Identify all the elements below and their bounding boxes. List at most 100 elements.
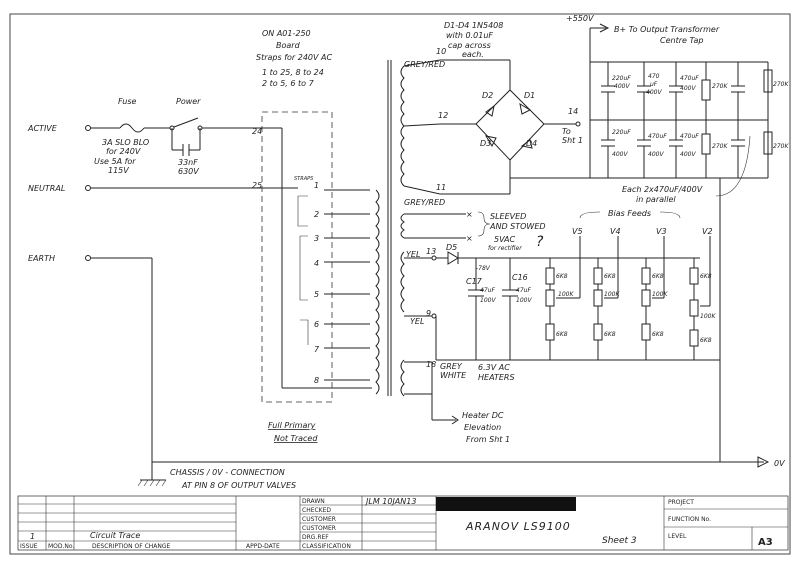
svg-text:D5: D5	[446, 243, 457, 252]
ht-rectifier: D1-D4 1N5408 with 0.01uF cap across each…	[440, 21, 590, 195]
svg-text:3: 3	[314, 234, 319, 243]
bias-feed-v4: V4	[610, 227, 621, 236]
bias-divider-v2: 6K8 100K 6K8 V2	[689, 227, 716, 360]
svg-text:YEL: YEL	[410, 317, 424, 326]
svg-text:470uF: 470uF	[680, 75, 699, 82]
svg-text:220uF: 220uF	[612, 75, 631, 82]
svg-text:6K8: 6K8	[556, 331, 568, 338]
active-label: ACTIVE	[27, 124, 58, 133]
svg-text:JLM 10JAN13: JLM 10JAN13	[364, 497, 416, 506]
svg-text:400V: 400V	[680, 85, 696, 92]
board-outline	[261, 111, 333, 403]
svg-text:100K: 100K	[558, 291, 574, 298]
svg-text:12: 12	[438, 111, 448, 120]
bias-divider-v5: 6K8 100K 6K8 V5	[545, 227, 583, 360]
svg-text:6K8: 6K8	[604, 331, 616, 338]
svg-text:×: ×	[466, 210, 473, 219]
svg-text:6K8: 6K8	[700, 337, 712, 344]
svg-text:2: 2	[314, 210, 319, 219]
earth-label: EARTH	[28, 254, 55, 263]
svg-text:Each 2x470uF/400V: Each 2x470uF/400V	[622, 185, 703, 194]
svg-text:100V: 100V	[516, 297, 532, 304]
svg-text:DRAWN: DRAWN	[302, 498, 325, 505]
drawing-title: ARANOV LS9100	[465, 520, 571, 533]
svg-text:5VAC: 5VAC	[494, 235, 515, 244]
svg-text:-78V: -78V	[476, 265, 491, 272]
svg-text:400V: 400V	[614, 83, 630, 90]
svg-text:470: 470	[648, 73, 660, 80]
svg-text:From Sht 1: From Sht 1	[466, 435, 510, 444]
svg-text:14: 14	[568, 107, 578, 116]
svg-text:AND STOWED: AND STOWED	[489, 222, 546, 231]
svg-text:470uF: 470uF	[680, 133, 699, 140]
svg-text:470uF: 470uF	[648, 133, 667, 140]
svg-text:3A SLO BLO: 3A SLO BLO	[102, 138, 149, 147]
svg-text:AT PIN 8 OF OUTPUT VALVES: AT PIN 8 OF OUTPUT VALVES	[181, 481, 296, 490]
svg-text:47uF: 47uF	[516, 287, 531, 294]
svg-text:400V: 400V	[646, 89, 662, 96]
sheet-border	[9, 13, 791, 555]
svg-text:25: 25	[252, 181, 262, 190]
cap-bank-lower: 220uF 400V 470uF 400V 470uF 400V 270K 27…	[601, 120, 789, 178]
fuse-label: Fuse	[118, 97, 137, 106]
svg-text:10: 10	[436, 47, 446, 56]
svg-text:33nF: 33nF	[178, 158, 198, 167]
svg-text:GREY/RED: GREY/RED	[404, 198, 445, 207]
svg-text:HEATERS: HEATERS	[478, 373, 515, 382]
svg-text:each.: each.	[462, 50, 484, 59]
svg-text:for 240V: for 240V	[106, 147, 141, 156]
svg-text:24: 24	[252, 127, 262, 136]
svg-text:with 0.01uF: with 0.01uF	[446, 31, 493, 40]
ht-winding	[400, 65, 405, 187]
redacted-block	[436, 497, 576, 511]
svg-text:100K: 100K	[700, 313, 716, 320]
svg-text:LEVEL: LEVEL	[668, 533, 687, 540]
svg-text:DESCRIPTION OF CHANGE: DESCRIPTION OF CHANGE	[92, 543, 171, 550]
svg-text:400V: 400V	[680, 151, 696, 158]
ground-rail: 0V CHASSIS / 0V - CONNECTION AT PIN 8 OF…	[137, 178, 785, 490]
svg-text:?: ?	[536, 234, 544, 250]
svg-text:SLEEVED: SLEEVED	[490, 212, 526, 221]
svg-text:CUSTOMER: CUSTOMER	[302, 525, 336, 532]
svg-text:7: 7	[314, 345, 320, 354]
svg-text:×: ×	[466, 234, 473, 243]
svg-text:in parallel: in parallel	[636, 195, 676, 204]
heater-winding	[400, 359, 405, 397]
svg-text:To: To	[562, 127, 571, 136]
power-switch	[173, 117, 199, 128]
svg-text:270K: 270K	[712, 143, 728, 150]
zero-volt-label: 0V	[774, 459, 785, 468]
svg-text:400V: 400V	[648, 151, 664, 158]
cap-bank-upper: 220uF 400V 470 uF 400V 470uF 400V 270K 2…	[601, 62, 789, 120]
primary-winding	[375, 189, 380, 395]
svg-text:cap across: cap across	[448, 41, 491, 50]
svg-text:uF: uF	[650, 81, 658, 88]
bias-divider-v4: 6K8 100K 6K8 V4	[593, 227, 621, 360]
svg-text:DRG.REF: DRG.REF	[302, 534, 329, 541]
svg-text:220uF: 220uF	[612, 129, 631, 136]
svg-text:MOD.No.: MOD.No.	[48, 543, 74, 550]
svg-text:6: 6	[314, 320, 319, 329]
bias-winding	[400, 251, 405, 313]
fuse-symbol	[119, 123, 145, 133]
svg-text:6K8: 6K8	[652, 273, 664, 280]
svg-text:C16: C16	[512, 273, 528, 282]
svg-text:B+ To Output Transformer: B+ To Output Transformer	[614, 25, 720, 34]
svg-text:STRAPS: STRAPS	[294, 176, 314, 182]
neutral-label: NEUTRAL	[28, 184, 65, 193]
svg-text:C17: C17	[466, 277, 483, 286]
svg-text:1 to 25, 8 to 24: 1 to 25, 8 to 24	[262, 68, 324, 77]
svg-text:GREY/RED: GREY/RED	[404, 60, 445, 69]
svg-text:270K: 270K	[773, 81, 789, 88]
reservoir-bank: +550V B+ To Output Transformer Centre Ta…	[566, 14, 789, 204]
svg-text:for rectifier: for rectifier	[488, 245, 522, 252]
svg-text:9: 9	[426, 309, 431, 318]
svg-text:Use 5A for: Use 5A for	[94, 157, 136, 166]
svg-text:D3: D3	[480, 139, 491, 148]
strap-board: ON A01-250 Board Straps for 240V AC 1 to…	[252, 29, 372, 443]
svg-text:Board: Board	[276, 41, 301, 50]
svg-text:CHECKED: CHECKED	[302, 507, 331, 514]
bridge-rectifier	[475, 89, 545, 161]
svg-text:Bias Feeds: Bias Feeds	[608, 209, 651, 218]
svg-text:WHITE: WHITE	[440, 371, 467, 380]
